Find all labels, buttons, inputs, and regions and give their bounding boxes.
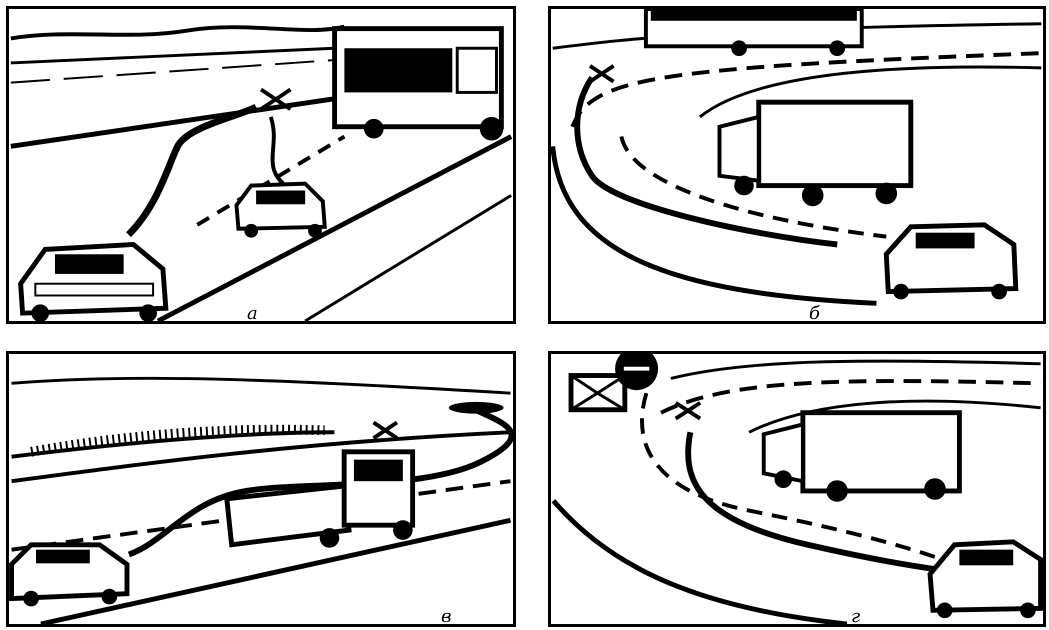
panel-label: а	[247, 303, 258, 324]
illustration-panel-b: б	[548, 6, 1046, 324]
truck-icon	[719, 102, 910, 206]
cross-mark-icon	[676, 403, 700, 419]
car-icon	[886, 225, 1016, 300]
car-icon	[12, 545, 127, 607]
panel-g-drawing	[551, 354, 1043, 624]
illustration-panel-v: в	[6, 351, 516, 627]
panel-label: г	[851, 606, 860, 627]
car-icon	[236, 184, 324, 238]
illustration-panel-a: а	[6, 6, 516, 324]
car-icon	[21, 244, 166, 321]
illustration-panel-g: г	[548, 351, 1046, 627]
cross-mark-icon	[590, 66, 614, 82]
panel-label: в	[441, 606, 451, 627]
car-icon	[930, 542, 1041, 618]
bus-icon	[335, 29, 504, 141]
truck-icon	[227, 452, 413, 548]
cross-mark-icon	[374, 422, 397, 438]
panel-a-drawing	[9, 9, 513, 321]
bus-icon	[646, 9, 862, 56]
panel-v-drawing	[9, 354, 513, 624]
panel-b-drawing	[551, 9, 1043, 321]
truck-icon	[764, 413, 960, 502]
panel-label: б	[809, 303, 820, 324]
